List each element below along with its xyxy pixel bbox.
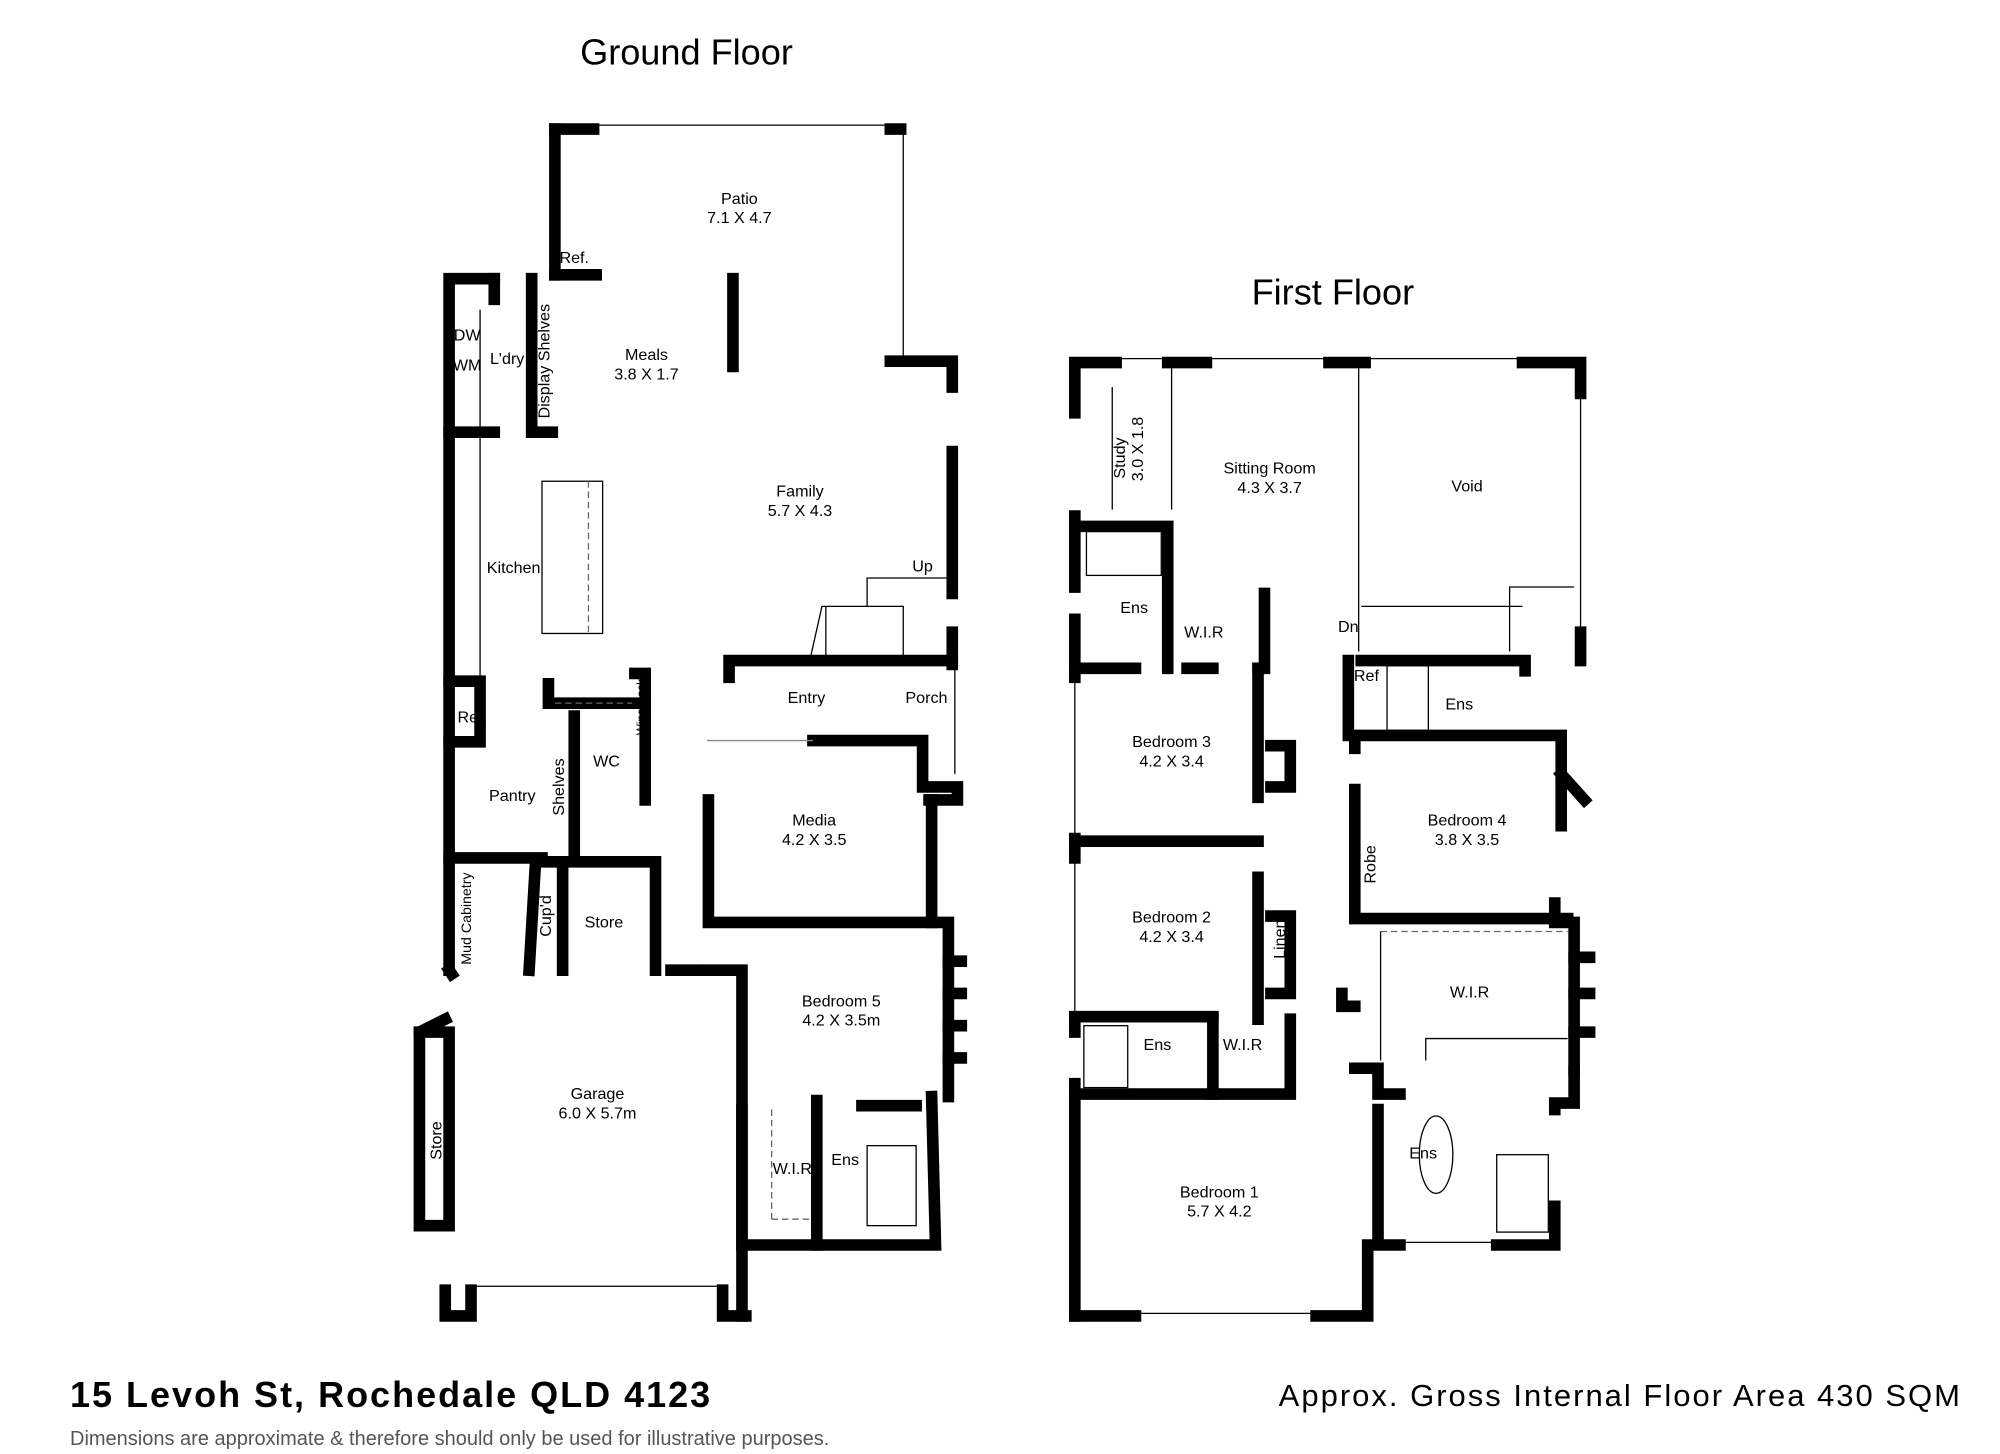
first-floor-title: First Floor — [1252, 271, 1415, 312]
room-dims-garage: 6.0 X 5.7m — [559, 1105, 637, 1123]
disclaimer: Dimensions are approximate & therefore s… — [70, 1428, 830, 1450]
room-dims-family: 5.7 X 4.3 — [768, 502, 833, 520]
label-ref-kitchen: Ref. — [458, 708, 488, 726]
room-dims-media: 4.2 X 3.5 — [782, 831, 847, 849]
property-address: 15 Levoh St, Rochedale QLD 4123 — [70, 1374, 713, 1415]
label-wine-rack: Wine Rack — [635, 679, 648, 735]
room-dims-bedroom4: 3.8 X 3.5 — [1435, 831, 1500, 849]
label-mud-cabinetry: Mud Cabinetry — [459, 872, 475, 965]
first-floor-walls — [1069, 356, 1596, 1322]
room-name-sitting: Sitting Room — [1224, 459, 1316, 477]
label-ref-first: Ref — [1354, 667, 1380, 685]
room-name-study: Study — [1111, 436, 1129, 478]
ground-floor-walls — [413, 123, 968, 1322]
room-name-bedroom4: Bedroom 4 — [1428, 812, 1507, 830]
room-dims-bedroom5: 4.2 X 3.5m — [802, 1012, 880, 1030]
room-name-entry: Entry — [788, 689, 827, 707]
label-shelves: Shelves — [550, 758, 568, 815]
room-name-meals: Meals — [625, 346, 668, 364]
room-dims-meals: 3.8 X 1.7 — [614, 365, 679, 383]
room-dims-bedroom2: 4.2 X 3.4 — [1139, 928, 1204, 946]
room-name-media: Media — [792, 812, 836, 830]
room-name-patio: Patio — [721, 190, 758, 208]
room-dims-bedroom1: 5.7 X 4.2 — [1187, 1203, 1252, 1221]
room-name-ens-b: Ens — [1445, 696, 1473, 714]
room-name-garage: Garage — [571, 1085, 625, 1103]
label-linen: Linen — [1271, 920, 1289, 959]
room-name-laundry: L'dry — [490, 350, 525, 368]
label-dw: DW — [454, 327, 482, 345]
room-name-store: Store — [585, 914, 624, 932]
room-name-porch: Porch — [905, 689, 947, 707]
label-ref-patio: Ref. — [559, 249, 589, 267]
room-name-kitchen: Kitchen — [487, 559, 541, 577]
room-name-ens-bed5: Ens — [831, 1151, 859, 1169]
room-name-wc: WC — [593, 752, 620, 770]
label-display-shelves: Display Shelves — [536, 304, 554, 419]
label-wm: WM — [453, 356, 482, 374]
room-dims-sitting: 4.3 X 3.7 — [1237, 479, 1302, 497]
room-name-ens-c: Ens — [1144, 1036, 1172, 1054]
floor-area: Approx. Gross Internal Floor Area 430 SQ… — [1278, 1378, 1962, 1413]
room-name-wir-b: W.I.R — [1450, 983, 1489, 1001]
ground-floor-labels: Patio 7.1 X 4.7 Ref. Meals 3.8 X 1.7 Fam… — [427, 190, 947, 1178]
room-name-void: Void — [1451, 478, 1482, 496]
label-stairs-up: Up — [912, 558, 933, 576]
label-robe: Robe — [1361, 845, 1379, 884]
room-name-ens-d: Ens — [1409, 1145, 1437, 1163]
room-name-bedroom1: Bedroom 1 — [1180, 1183, 1259, 1201]
room-name-wir-c: W.I.R — [1223, 1036, 1262, 1054]
room-name-pantry: Pantry — [489, 787, 537, 805]
room-name-bedroom5: Bedroom 5 — [802, 992, 881, 1010]
room-name-ens-a: Ens — [1120, 599, 1148, 617]
room-name-bedroom2: Bedroom 2 — [1132, 908, 1211, 926]
room-name-bedroom3: Bedroom 3 — [1132, 733, 1211, 751]
room-name-garage-store: Store — [427, 1121, 445, 1160]
room-name-wir-a: W.I.R — [1184, 623, 1223, 641]
room-dims-patio: 7.1 X 4.7 — [707, 209, 772, 227]
room-name-wir-bed5: W.I.R — [773, 1160, 812, 1178]
room-dims-bedroom3: 4.2 X 3.4 — [1139, 752, 1204, 770]
room-name-family: Family — [776, 483, 824, 501]
room-dims-study: 3.0 X 1.8 — [1129, 417, 1147, 482]
label-cupboard: Cup'd — [537, 895, 555, 937]
ground-floor-title: Ground Floor — [580, 32, 793, 73]
label-stairs-dn: Dn — [1338, 618, 1359, 636]
first-floor-labels: Study 3.0 X 1.8 Sitting Room 4.3 X 3.7 V… — [1111, 417, 1506, 1221]
